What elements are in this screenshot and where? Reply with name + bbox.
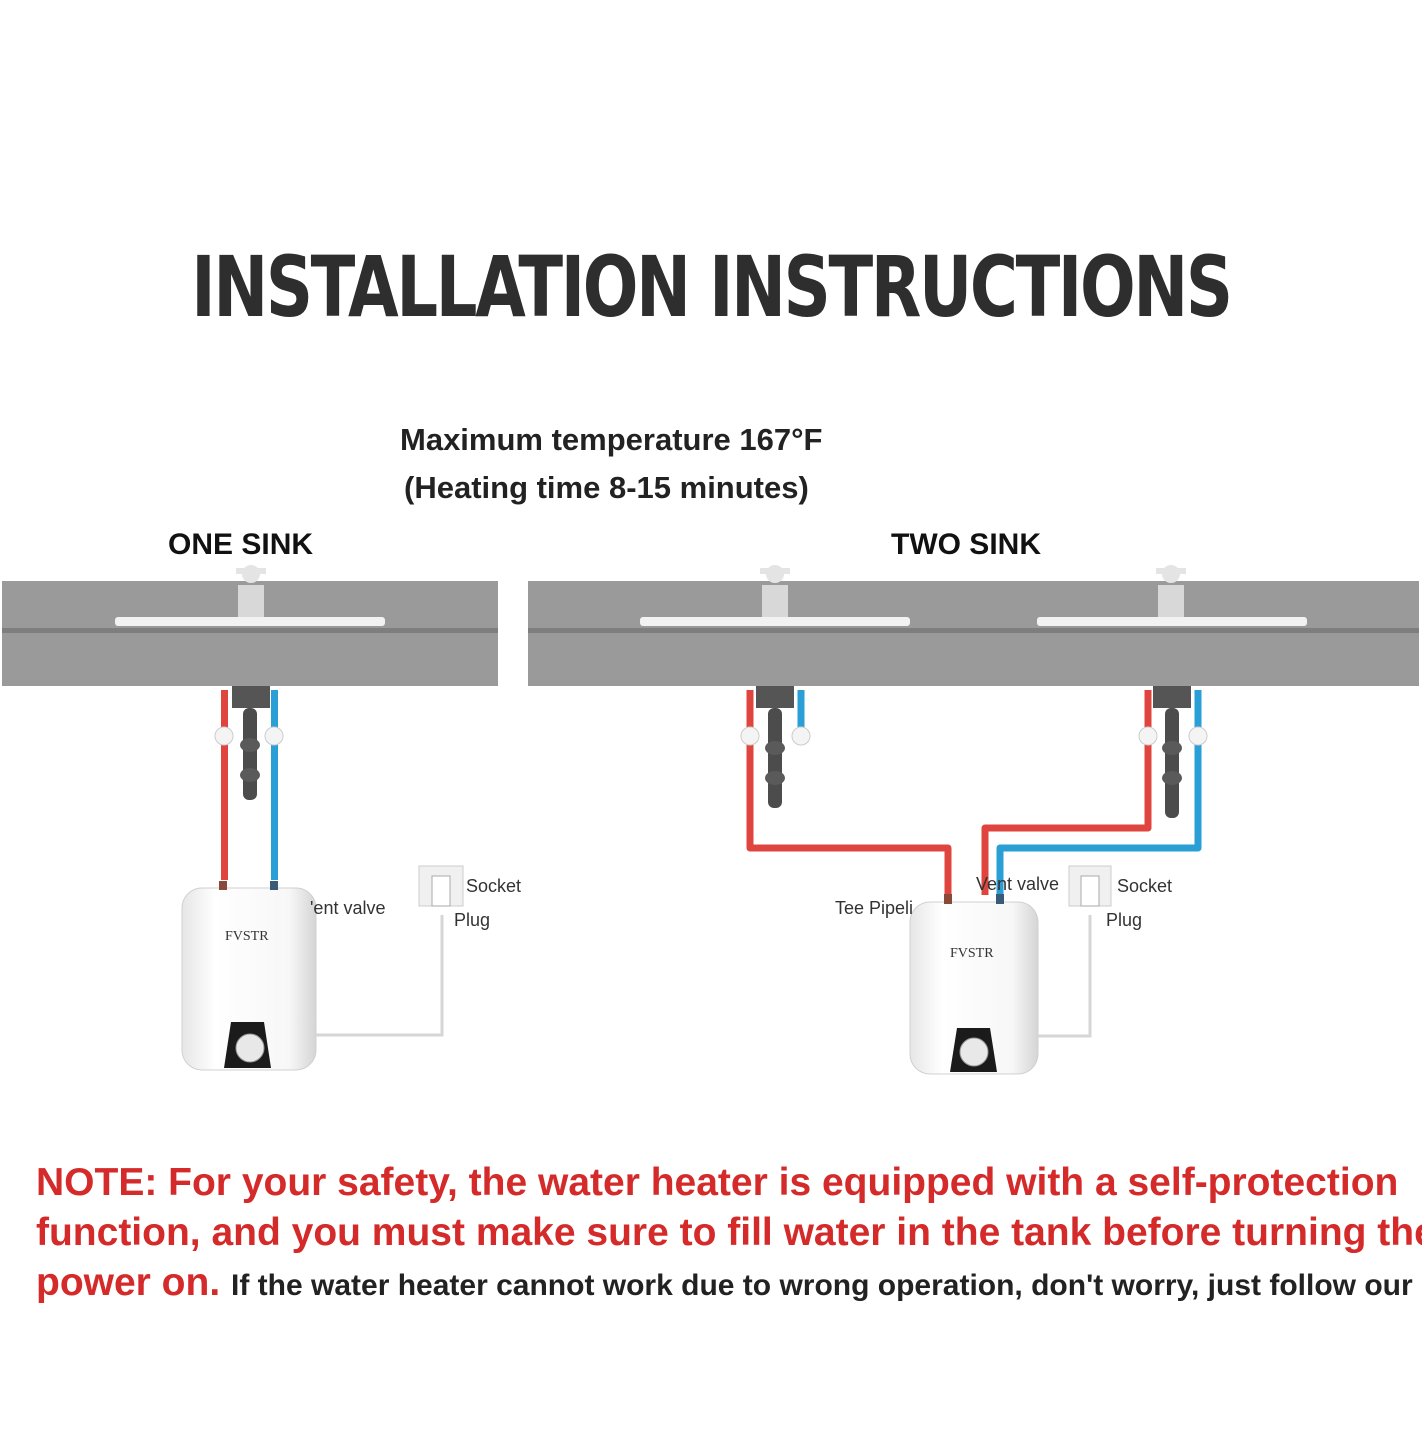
two-sink-hot-pipe (740, 690, 1158, 895)
note-line-3-red: power on. (36, 1261, 221, 1304)
one-sink-faucet-icon (236, 565, 266, 617)
two-sink-tee-pipeline-label: Tee Pipeli (835, 898, 914, 918)
one-sink-water-heater (181, 881, 317, 1071)
note-line-1: NOTE: For your safety, the water heater … (36, 1161, 1399, 1204)
two-sink-drain-left (756, 686, 794, 808)
two-sink-label: TWO SINK (891, 528, 1041, 561)
two-sink-socket-icon (1068, 865, 1112, 907)
one-sink-hot-pipe (214, 690, 234, 880)
one-sink-brand-label: FVSTR (225, 929, 269, 944)
one-sink-drain (232, 686, 270, 800)
two-sink-water-heater (909, 894, 1039, 1075)
two-sink-faucet-icon-right (1156, 565, 1186, 617)
safety-note: NOTE: For your safety, the water heater … (36, 1158, 1422, 1311)
two-sink-drain-right (1153, 686, 1191, 818)
one-sink-power-cord (316, 915, 444, 1037)
two-sink-power-cord (1038, 915, 1092, 1038)
note-line-3: power on. If the water heater cannot wor… (36, 1258, 1422, 1311)
page-title: INSTALLATION INSTRUCTIONS (191, 238, 1233, 336)
two-sink-brand-label: FVSTR (950, 946, 994, 961)
two-sink-faucet-icon-left (760, 565, 790, 617)
two-sink-socket-label: Socket (1117, 876, 1173, 896)
two-sink-cold-pipe (791, 690, 1208, 895)
heating-time-text: (Heating time 8-15 minutes) (404, 470, 809, 505)
note-line-2: function, and you must make sure to fill… (36, 1211, 1422, 1254)
one-sink-socket-label: Socket (466, 876, 522, 896)
two-sink-plug-label: Plug (1106, 910, 1143, 930)
two-sink-counter (528, 581, 1419, 686)
one-sink-plug-label: Plug (454, 910, 491, 930)
one-sink-label: ONE SINK (168, 528, 314, 561)
two-sink-vent-valve-label: Vent valve (976, 874, 1060, 894)
one-sink-cold-pipe (264, 690, 284, 880)
one-sink-socket-icon (418, 865, 464, 907)
one-sink-vent-valve-label: 'ent valve (310, 898, 386, 918)
max-temperature-text: Maximum temperature 167°F (400, 422, 823, 457)
note-line-3-black: If the water heater cannot work due to w… (231, 1269, 1413, 1302)
